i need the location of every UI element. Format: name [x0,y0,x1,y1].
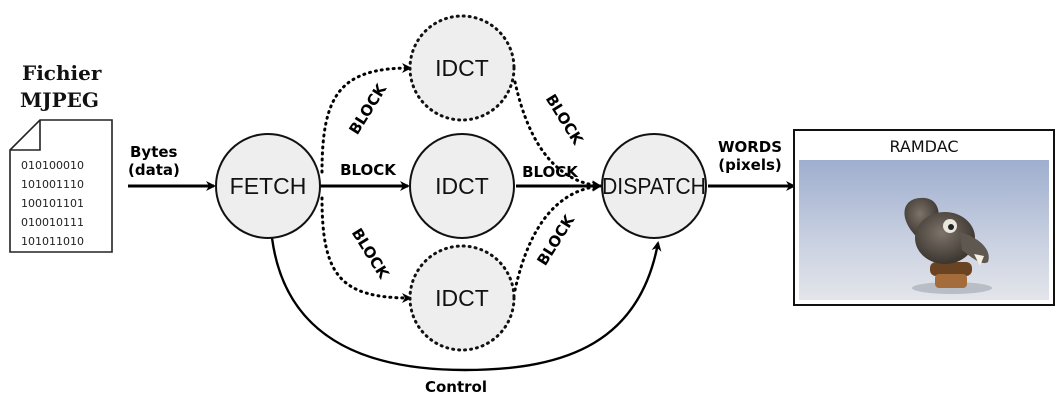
idct-top-label: IDCT [435,55,489,81]
squirrel-pupil [948,224,954,230]
binary-line: 100101101 [21,197,84,210]
node-idct-mid: IDCT [409,133,515,239]
label-idct-bottom-dispatch: BLOCK [533,211,579,269]
label-fetch-idct-top: BLOCK [345,80,391,138]
output-label-line1: WORDS [718,138,782,156]
file-title-line1: Fichier [22,61,102,85]
file-title-line2: MJPEG [20,88,99,112]
acorn-cap [930,262,972,276]
mjpeg-file: Fichier MJPEG 010100010 101001110 100101… [9,61,113,253]
file-document-icon [9,119,113,253]
binary-line: 101011010 [21,235,84,248]
dispatch-label: DISPATCH [602,173,706,199]
label-fetch-idct-mid: BLOCK [340,161,397,179]
edge-fetch-idct-top [320,63,412,174]
squirrel-snout [960,232,989,264]
label-control: Control [425,378,487,396]
squirrel-body [915,212,975,264]
ramdac-title: RAMDAC [889,137,958,156]
edge-idct-top-dispatch [513,80,602,191]
dispatch-circle [601,133,707,239]
binary-line: 101001110 [21,178,84,191]
file-dogear-icon [10,120,41,151]
file-binary-content: 010100010 101001110 100101101 010010111 … [21,159,84,248]
edge-control [270,237,662,372]
fetch-label: FETCH [230,173,307,199]
node-fetch: FETCH [215,133,321,239]
ramdac-display: RAMDAC [793,129,1055,306]
fetch-circle [215,133,321,239]
edge-idct-bottom-dispatch [513,181,602,292]
label-fetch-idct-bottom: BLOCK [348,225,394,283]
input-label-line2: (data) [128,161,180,179]
idct-mid-label: IDCT [435,173,489,199]
output-label-line2: (pixels) [718,156,782,174]
squirrel-image [904,197,992,294]
squirrel-teeth [974,254,984,266]
acorn-body [935,274,967,288]
idct-bottom-circle [408,244,516,352]
binary-line: 010010111 [21,216,84,229]
node-idct-bottom: IDCT [408,244,516,352]
idct-mid-circle [409,133,515,239]
input-label-line1: Bytes [130,143,178,161]
node-dispatch: DISPATCH [601,133,707,239]
idct-bottom-label: IDCT [435,285,489,311]
label-idct-mid-dispatch: BLOCK [522,163,579,181]
binary-line: 010100010 [21,159,84,172]
edge-fetch-idct-bottom [320,196,412,303]
node-idct-top: IDCT [408,14,516,122]
idct-top-circle [408,14,516,122]
label-idct-top-dispatch: BLOCK [542,91,588,149]
